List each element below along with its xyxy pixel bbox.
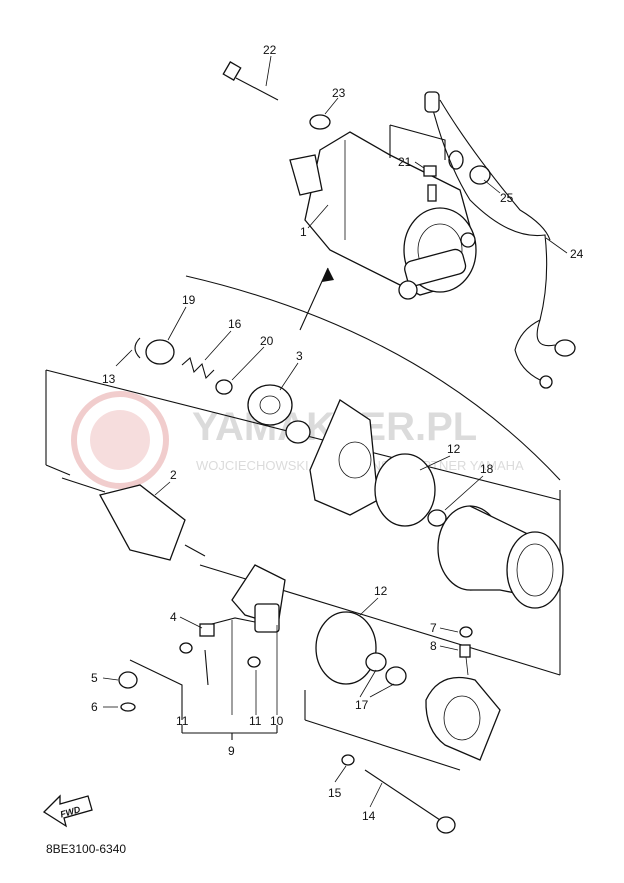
- callout-10: 10: [270, 714, 284, 728]
- callout-14: 14: [362, 809, 376, 823]
- callout-23: 23: [332, 86, 346, 100]
- bolt-22: [222, 61, 279, 101]
- callout-16: 16: [228, 317, 242, 331]
- callout-3: 3: [296, 349, 303, 363]
- callout-2: 2: [170, 468, 177, 482]
- clutch-3: [247, 384, 293, 426]
- callout-8: 8: [430, 639, 437, 653]
- washer-15: [341, 754, 355, 766]
- callout-7: 7: [430, 621, 437, 635]
- washer-20: [215, 379, 233, 395]
- callout-22: 22: [263, 43, 277, 57]
- brush-4: [199, 623, 215, 637]
- callout-12b: 12: [374, 584, 388, 598]
- fwd-arrow-icon: FWD: [42, 794, 93, 828]
- through-bolt-14: [364, 769, 456, 834]
- nut-7: [459, 626, 473, 638]
- callout-24: 24: [570, 247, 584, 261]
- cap-8: [459, 644, 471, 658]
- callout-12a: 12: [447, 442, 461, 456]
- nut-5: [118, 671, 138, 689]
- callout-11b: 11: [249, 714, 262, 728]
- washer-21b: [448, 150, 464, 170]
- callout-19: 19: [182, 293, 196, 307]
- leader-lines: [102, 55, 568, 808]
- yoke: [437, 505, 564, 609]
- o-ring-12b: [315, 611, 377, 685]
- callout-11a: 11: [176, 714, 189, 728]
- diagram-code: 8BE3100-6340: [46, 842, 126, 856]
- cable-24: [424, 91, 576, 389]
- callout-1: 1: [300, 225, 307, 239]
- callout-4: 4: [170, 610, 177, 624]
- washer-17a: [365, 652, 387, 672]
- callout-18: 18: [480, 462, 494, 476]
- washer-18: [427, 509, 447, 527]
- starter-motor-assembly: [289, 131, 477, 300]
- rear-cover: [425, 626, 501, 761]
- armature-2: [61, 477, 206, 561]
- callout-5: 5: [91, 671, 98, 685]
- washer-17b: [385, 666, 407, 686]
- callout-20: 20: [260, 334, 274, 348]
- callout-17: 17: [355, 698, 369, 712]
- callout-21: 21: [398, 155, 412, 169]
- callout-15: 15: [328, 786, 342, 800]
- collar-19: [145, 339, 175, 365]
- nut-25: [469, 165, 491, 185]
- callout-6: 6: [91, 700, 98, 714]
- brush-holder-9: [179, 564, 286, 740]
- callout-9: 9: [228, 744, 235, 758]
- nut-21: [423, 165, 437, 177]
- o-ring-12a: [374, 453, 436, 527]
- washer-23: [309, 114, 331, 130]
- callout-25: 25: [500, 191, 514, 205]
- callout-labels: 22 23 21 25 24 1 19 16 20 3 13 12 18 2 1…: [91, 43, 584, 823]
- circlip-13: [134, 337, 141, 359]
- spring-16: [181, 357, 215, 380]
- washer-3b: [285, 420, 311, 444]
- washer-6: [120, 702, 136, 712]
- callout-13: 13: [102, 372, 116, 386]
